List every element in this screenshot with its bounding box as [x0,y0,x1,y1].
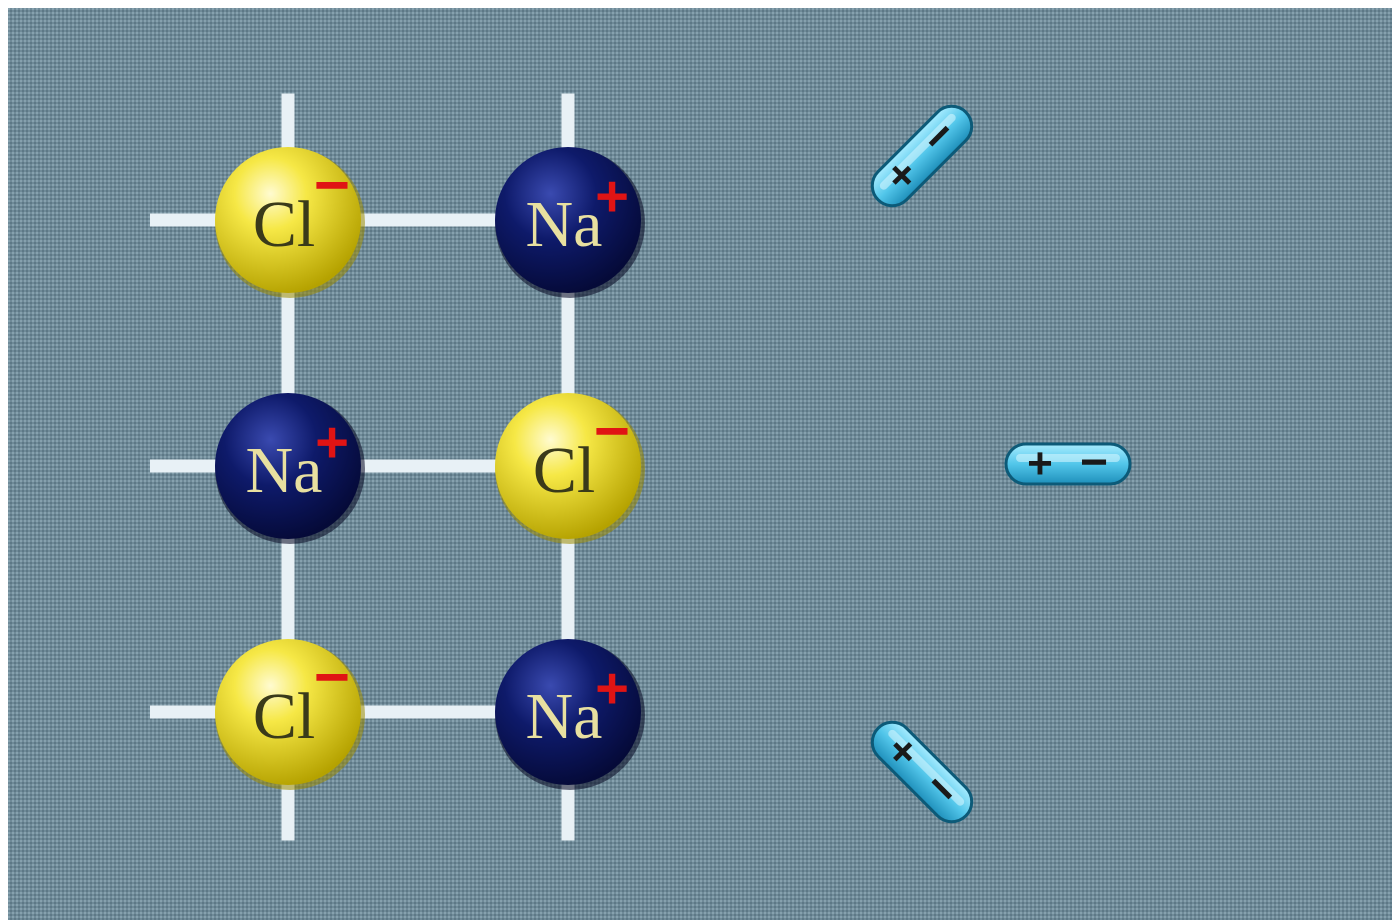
chloride-ion: Cl− [215,639,365,790]
water-highlight [1016,454,1120,462]
ion-sphere [215,393,361,539]
water-positive-pole: + [1027,439,1053,488]
ion-element-label: Cl [533,434,595,507]
water-molecule: +− [1004,436,1132,489]
nacl-dissolution-diagram: Cl−Na+Na+Cl−Cl−Na+ +−+−+− [8,8,1392,920]
sodium-ion: Na+ [495,147,645,298]
chloride-ion: Cl− [215,147,365,298]
ion-sphere [215,639,361,785]
ion-charge-label: − [314,643,350,712]
chloride-ion: Cl− [495,393,645,544]
ion-sphere [495,147,641,293]
sodium-ion: Na+ [495,639,645,790]
water-dipole-body [870,104,974,208]
ion-charge-label: + [595,164,629,229]
ion-charge-label: − [594,397,630,466]
ion-element-label: Na [526,188,603,261]
diagram-stage: Cl−Na+Na+Cl−Cl−Na+ +−+−+− [8,8,1392,920]
sodium-ion: Na+ [215,393,365,544]
water-highlight [879,113,956,190]
ion-lattice: Cl−Na+Na+Cl−Cl−Na+ [215,147,645,790]
ion-sphere [215,147,361,293]
water-negative-pole: − [1080,436,1108,489]
ion-charge-label: − [314,151,350,220]
ion-charge-label: + [595,656,629,721]
ion-sphere [495,639,641,785]
ion-sphere [495,393,641,539]
ion-element-label: Na [526,680,603,753]
water-highlight [888,729,965,806]
water-molecule: +− [870,720,974,824]
ion-element-label: Cl [253,680,315,753]
ion-element-label: Na [246,434,323,507]
water-dipole-body [1004,442,1132,486]
ion-element-label: Cl [253,188,315,261]
ion-charge-label: + [315,410,349,475]
